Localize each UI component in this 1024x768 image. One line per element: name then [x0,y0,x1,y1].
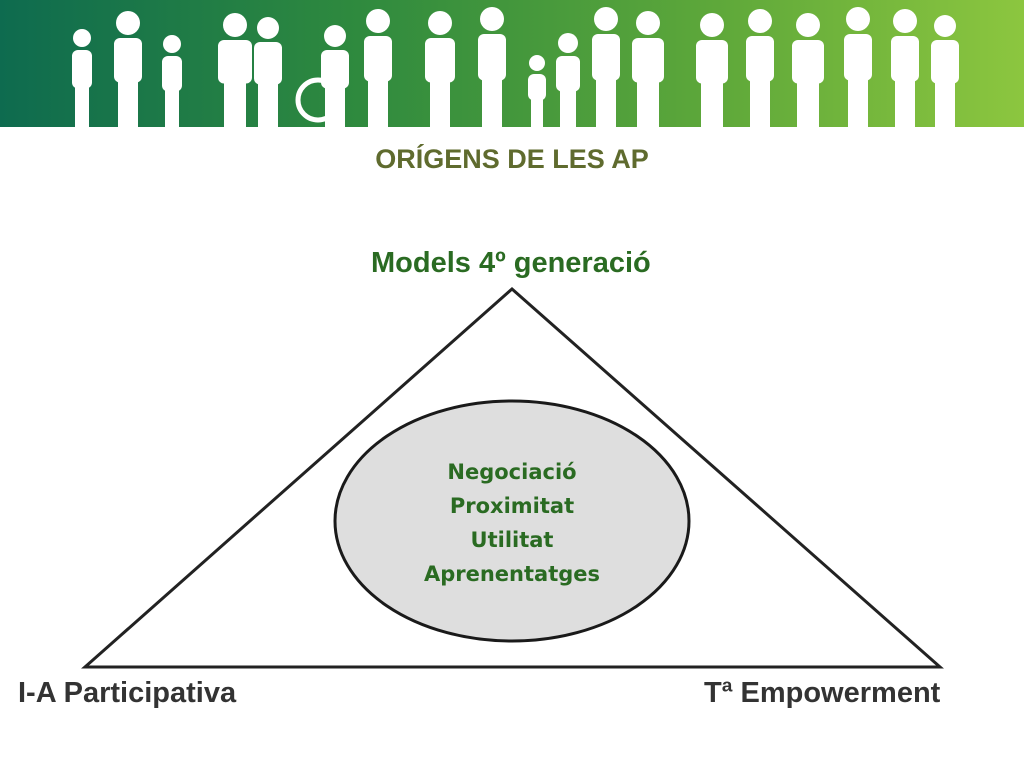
center-item: Proximitat [449,494,575,518]
center-item: Negociació [447,460,577,484]
slide-title: ORÍGENS DE LES AP [375,144,649,174]
center-text: Negociació Proximitat Utilitat Aprenenta… [412,455,612,591]
left-vertex-label: I-A Participativa [18,677,237,709]
people-silhouettes-icon [72,7,959,127]
top-vertex-label: Models 4º generació [371,247,651,279]
center-item: Aprenentatges [423,562,601,586]
center-item: Utilitat [470,528,554,552]
center-oval [333,399,691,643]
triangle-shape [81,286,944,669]
right-vertex-label: Tª Empowerment [704,677,941,709]
header-banner [0,0,1024,127]
